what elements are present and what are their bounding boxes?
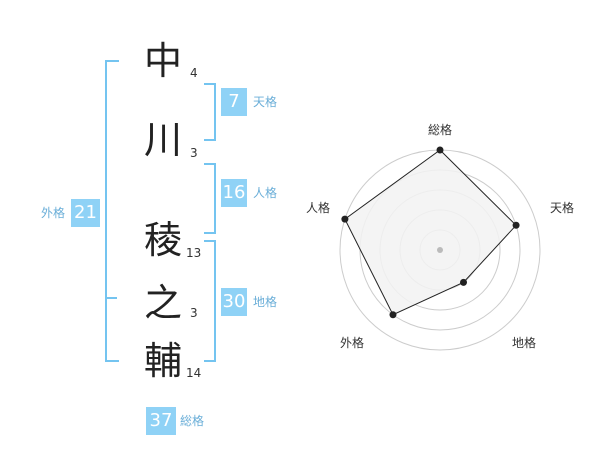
- radar-point-4: [341, 215, 349, 223]
- radar-label-soukaku: 総格: [428, 122, 452, 137]
- tenkaku-bracket: [204, 83, 216, 141]
- soukaku-value: 37: [146, 407, 176, 435]
- tenkaku-label: 天格: [253, 95, 278, 109]
- radar-polygon: [344, 149, 517, 316]
- radar-label-chikaku: 地格: [512, 335, 536, 350]
- radar-label-gaikaku: 外格: [340, 335, 364, 350]
- radar-label-tenkaku: 天格: [550, 200, 574, 215]
- name-char-2: 川: [143, 118, 182, 162]
- jinkaku-bracket: [204, 163, 216, 234]
- name-char-1: 中: [143, 39, 182, 83]
- stroke-count-4: 3: [190, 306, 198, 320]
- radar-points: [341, 146, 520, 319]
- name-char-5: 輔: [143, 339, 182, 383]
- stroke-count-5: 14: [186, 366, 202, 380]
- radar-point-1: [512, 221, 520, 229]
- stroke-count-1: 4: [190, 66, 198, 80]
- stroke-count-2: 3: [190, 146, 198, 160]
- name-char-4: 之: [143, 281, 182, 325]
- chikaku-value: 30: [221, 288, 247, 316]
- radar-chart: 総格 天格 地格 外格 人格: [306, 122, 574, 351]
- gaikaku-bracket: [105, 60, 119, 362]
- gaikaku-label: 外格: [41, 206, 66, 220]
- tenkaku-value: 7: [221, 88, 247, 116]
- radar-point-0: [436, 146, 444, 154]
- radar-center-dot: [437, 247, 443, 253]
- stroke-count-3: 13: [186, 246, 202, 260]
- radar-label-jinkaku: 人格: [306, 200, 330, 215]
- name-char-3: 稜: [143, 218, 182, 262]
- gaikaku-value: 21: [71, 199, 100, 227]
- chikaku-label: 地格: [253, 295, 278, 309]
- jinkaku-value: 16: [221, 179, 247, 207]
- chikaku-bracket: [204, 240, 216, 362]
- gaikaku-bracket-tick: [105, 297, 117, 299]
- radar-point-2: [460, 278, 468, 286]
- soukaku-label: 総格: [180, 414, 205, 428]
- jinkaku-label: 人格: [253, 186, 278, 200]
- radar-point-3: [389, 311, 397, 319]
